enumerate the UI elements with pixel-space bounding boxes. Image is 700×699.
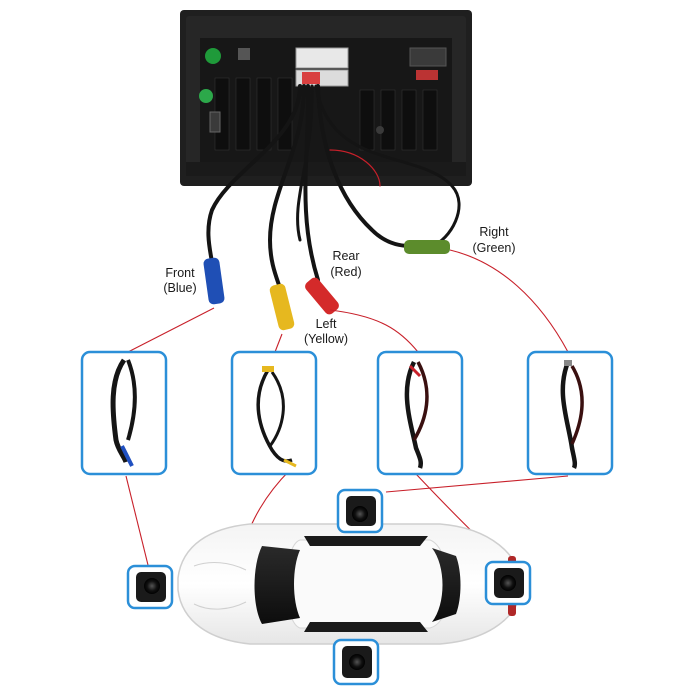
label-front-color: (Blue)	[163, 281, 196, 295]
head-unit	[180, 10, 472, 186]
label-right-name: Right	[479, 225, 509, 239]
label-front-name: Front	[165, 266, 195, 280]
panel-left	[230, 350, 318, 476]
label-left-color: (Yellow)	[304, 332, 348, 346]
camera-icon	[484, 560, 532, 606]
car-top-view	[177, 523, 523, 645]
right-plug	[404, 240, 450, 254]
label-rear: Rear (Red)	[330, 249, 361, 279]
panel-front	[80, 350, 168, 476]
label-front: Front (Blue)	[163, 266, 196, 295]
label-rear-name: Rear	[332, 249, 359, 263]
cable-bundle	[206, 84, 461, 290]
panel-rear	[376, 350, 464, 476]
camera-icon	[336, 488, 384, 534]
label-right-color: (Green)	[472, 241, 515, 255]
camera-icon	[332, 638, 380, 686]
label-right: Right (Green)	[472, 225, 515, 255]
front-plug	[203, 257, 225, 305]
panel-right	[526, 350, 614, 476]
label-left-name: Left	[316, 317, 337, 331]
rear-plug	[305, 277, 339, 315]
label-left: Left (Yellow)	[304, 317, 348, 346]
camera-icon	[126, 564, 174, 610]
left-plug	[269, 283, 295, 331]
label-rear-color: (Red)	[330, 265, 361, 279]
